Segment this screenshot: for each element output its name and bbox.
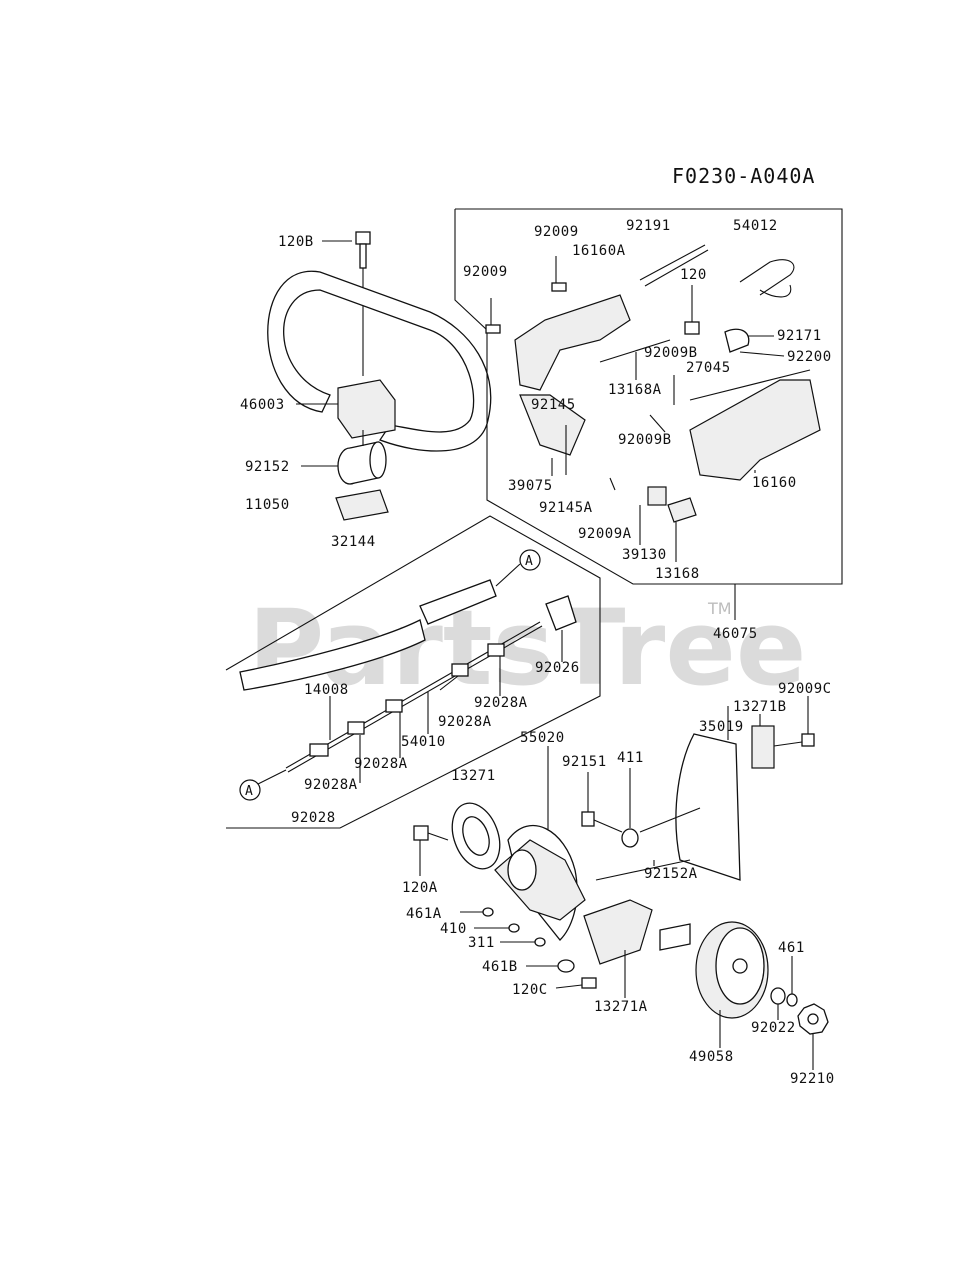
- label-13271: 13271: [451, 768, 496, 784]
- gear-case: [494, 839, 586, 921]
- pin-13168a: [599, 339, 671, 363]
- label-32144: 32144: [331, 534, 376, 550]
- rod-92191: [639, 244, 706, 281]
- lower-assembly: [413, 696, 829, 1070]
- screw-92009b: [649, 414, 666, 433]
- bracket-13271a: [583, 899, 653, 965]
- label-92028a-2: 92028A: [438, 714, 492, 730]
- label-461a: 461A: [406, 906, 442, 922]
- label-27045: 27045: [686, 360, 731, 376]
- label-46075: 46075: [713, 626, 758, 642]
- nut-311: [534, 937, 546, 947]
- clip-92171: [724, 328, 750, 353]
- shield-35019: [675, 733, 741, 881]
- tube-14008: [239, 619, 426, 691]
- handle-assembly: [267, 231, 492, 521]
- label-92009-top: 92009: [534, 224, 579, 240]
- label-92009-left: 92009: [463, 264, 508, 280]
- bolt-92151: [581, 811, 595, 827]
- spring-54012: [739, 259, 795, 296]
- label-49058: 49058: [689, 1049, 734, 1065]
- label-92171: 92171: [777, 328, 822, 344]
- label-54010: 54010: [401, 734, 446, 750]
- label-92028: 92028: [291, 810, 336, 826]
- axle-92152a: [659, 923, 691, 951]
- svg-text:A: A: [245, 784, 253, 799]
- label-13168a: 13168A: [608, 382, 662, 398]
- clamp-32144: [335, 489, 389, 521]
- housing-16160: [689, 379, 821, 481]
- label-92151: 92151: [562, 754, 607, 770]
- cable-assembly: [225, 515, 601, 829]
- bolt-120b: [355, 231, 371, 245]
- label-92145: 92145: [531, 397, 576, 413]
- label-55020: 55020: [520, 730, 565, 746]
- label-92200: 92200: [787, 349, 832, 365]
- lever-39075: [519, 394, 586, 456]
- label-120c: 120C: [512, 982, 548, 998]
- svg-text:A: A: [525, 554, 533, 569]
- label-14008: 14008: [304, 682, 349, 698]
- label-311: 311: [468, 935, 495, 951]
- label-46003: 46003: [240, 397, 285, 413]
- label-92191: 92191: [626, 218, 671, 234]
- label-92009c: 92009C: [778, 681, 832, 697]
- label-92022: 92022: [751, 1020, 796, 1036]
- diagram-code: F0230-A040A: [672, 164, 815, 188]
- label-92009a: 92009A: [578, 526, 632, 542]
- label-92152a: 92152A: [644, 866, 698, 882]
- label-92026: 92026: [535, 660, 580, 676]
- label-54012: 54012: [733, 218, 778, 234]
- label-92028a-1: 92028A: [474, 695, 528, 711]
- callout-a-bottom: A: [239, 779, 261, 801]
- label-13271b: 13271B: [733, 699, 787, 715]
- label-13168: 13168: [655, 566, 700, 582]
- handle-clamp-46003: [337, 379, 396, 439]
- part-39130: [647, 486, 667, 506]
- label-35019: 35019: [699, 719, 744, 735]
- label-16160: 16160: [752, 475, 797, 491]
- label-92028a-4: 92028A: [304, 777, 358, 793]
- label-92028a-3: 92028A: [354, 756, 408, 772]
- label-11050: 11050: [245, 497, 290, 513]
- washer-461b: [557, 959, 575, 973]
- washer-92022: [770, 987, 786, 1005]
- washer-411: [621, 828, 639, 848]
- label-13271a: 13271A: [594, 999, 648, 1015]
- callout-a-top: A: [519, 549, 541, 571]
- washer-410: [508, 923, 520, 933]
- label-92009b-top: 92009B: [644, 345, 698, 361]
- label-120a: 120A: [402, 880, 438, 896]
- label-410: 410: [440, 921, 467, 937]
- screw-92009c: [801, 733, 815, 747]
- bolt-120c: [581, 977, 597, 989]
- label-461b: 461B: [482, 959, 518, 975]
- label-92210: 92210: [790, 1071, 835, 1087]
- part-13168: [667, 497, 697, 523]
- screw-120: [684, 321, 700, 335]
- label-92009b-mid: 92009B: [618, 432, 672, 448]
- label-39075: 39075: [508, 478, 553, 494]
- label-120: 120: [680, 267, 707, 283]
- label-120b: 120B: [278, 234, 314, 250]
- loop-handle: [267, 270, 492, 452]
- housing-16160a: [514, 294, 631, 391]
- cap-92026: [545, 595, 577, 631]
- washer-461a: [482, 907, 494, 917]
- washer-461: [786, 993, 798, 1007]
- bolt-120b-shank: [359, 243, 367, 269]
- label-461: 461: [778, 940, 805, 956]
- label-16160a: 16160A: [572, 243, 626, 259]
- label-39130: 39130: [622, 547, 667, 563]
- bolt-120a: [413, 825, 429, 841]
- watermark-trademark: TM: [707, 599, 732, 618]
- label-92152: 92152: [245, 459, 290, 475]
- control-assembly-46075: [454, 208, 843, 620]
- label-411: 411: [617, 750, 644, 766]
- label-92145a: 92145A: [539, 500, 593, 516]
- plate-13271b: [751, 725, 775, 769]
